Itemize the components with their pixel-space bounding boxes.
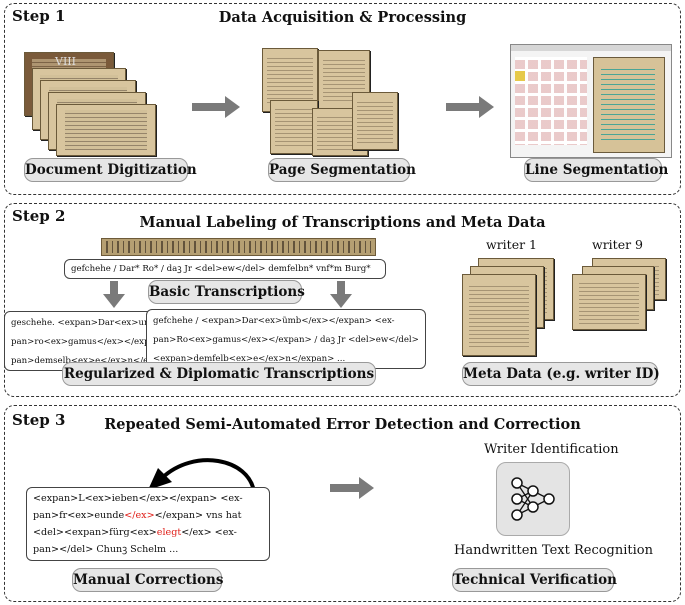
reg-line: geschehe. <expan>Dar<ex>um</ex>b</expan> [11, 318, 153, 328]
corr-line: pan>fr<ex>eunde</ex></expan> vns hat [33, 510, 242, 521]
step1-label: Step 1 [12, 7, 66, 25]
corr-line: <expan>L<ex>ieben</ex></expan> <ex- [33, 493, 243, 504]
basic-transcriptions-label: Basic Transcriptions [148, 280, 305, 304]
arrow-down-left [103, 281, 125, 308]
manual-corrections-label: Manual Corrections [72, 568, 223, 592]
writer-9-label: writer 9 [592, 237, 643, 252]
technical-verification-label: Technical Verification [452, 568, 617, 592]
writer-identification-label: Writer Identification [484, 442, 619, 457]
reg-line: pan>demselb<ex>e</ex>n</expan> vnserm [11, 356, 154, 366]
correction-loop-arrow [148, 458, 256, 493]
meta-data-label: Meta Data (e.g. writer ID) [462, 362, 660, 386]
manual-corrections-box: <expan>L<ex>ieben</ex></expan> <ex- pan>… [26, 487, 270, 561]
line-segmentation-tool-image [510, 44, 672, 158]
regularized-diplomatic-label: Regularized & Diplomatic Transcriptions [62, 362, 376, 386]
step3-title: Repeated Semi-Automated Error Detection … [104, 416, 581, 433]
htr-label: Handwritten Text Recognition [454, 543, 653, 558]
step2-label: Step 2 [12, 207, 66, 225]
regularized-transcription-box: geschehe. <expan>Dar<ex>um</ex>b</expan>… [4, 311, 154, 371]
neural-network-icon [496, 462, 570, 536]
step3-panel [4, 405, 681, 602]
dip-line: gefchehe / <expan>Dar<ex>ũmb</ex></expan… [153, 316, 395, 326]
arrow-step1-a [192, 96, 240, 118]
basic-transcription-line: gefchehe / Dar* Ro* / daꝫ Jr <del>ew</de… [64, 259, 386, 279]
diplomatic-transcription-box: gefchehe / <expan>Dar<ex>ũmb</ex></expan… [146, 309, 426, 369]
step1-panel [4, 3, 681, 195]
arrow-step3 [330, 477, 374, 499]
stage-document-digitization: Document Digitization [24, 158, 197, 182]
arrow-step1-b [446, 96, 494, 118]
book-cover-text: VIII [55, 55, 76, 68]
corr-line: pan></del> Chunꝫ Schelm ... [33, 544, 179, 555]
dip-line: <expan>demfelb<ex>e</ex>n</expan> ... [153, 354, 346, 364]
stage-page-segmentation: Page Segmentation [268, 158, 416, 182]
reg-line: pan>ro<ex>gamus</ex></expan> / daz Jr [11, 337, 154, 347]
text-line-image [101, 238, 376, 256]
corr-line: <del><expan>fürg<ex>elegt</ex> <ex- [33, 527, 237, 538]
step2-panel [4, 203, 681, 397]
stage-line-segmentation: Line Segmentation [524, 158, 668, 182]
step2-title: Manual Labeling of Transcriptions and Me… [139, 214, 546, 231]
step3-label: Step 3 [12, 411, 66, 429]
step1-title: Data Acquisition & Processing [218, 9, 467, 26]
writer-1-label: writer 1 [486, 237, 537, 252]
dip-line: pan>Ro<ex>gamus</ex></expan> / daꝫ Jr <d… [153, 335, 419, 345]
arrow-down-right [330, 281, 352, 308]
